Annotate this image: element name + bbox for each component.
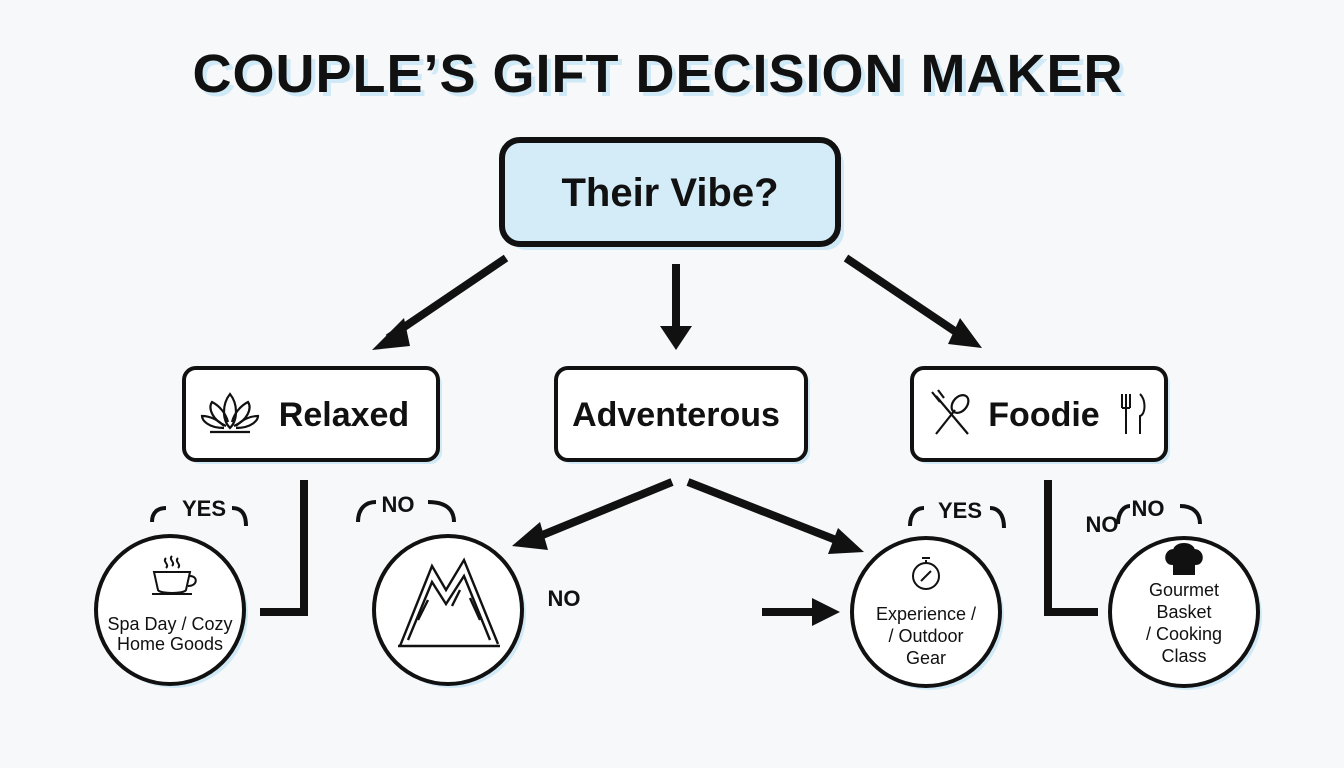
outcome-gourmet-line-2: Basket [1156,602,1211,622]
edge-adventurous-mountain [538,478,674,540]
outcome-experience-line-2: / Outdoor [888,626,963,646]
outcome-experience-line-1: Experience / [876,604,976,624]
fork-spoon-icon [931,389,970,435]
edge-foodie-outcome [1044,480,1098,616]
diagram-title: COUPLE’S GIFT DECISION MAKER COUPLE’S GI… [192,44,1127,108]
outcome-mountain [372,534,526,688]
outcome-mountain-circle [372,534,524,686]
teacup-icon [152,555,197,595]
no-bracket-left [356,500,377,523]
category-relaxed-box [182,366,440,462]
outcome-gourmet-circle [1108,536,1260,688]
outcome-spa-circle [94,534,246,686]
yes-bracket-right [231,506,248,527]
edge-label-foodie-yes: YES [938,498,982,523]
lotus-icon [200,392,260,434]
outcome-spa-line-1: Spa Day / Cozy [107,614,232,634]
yes-bracket-left [150,506,167,523]
foodie-yes-bracket-left [908,506,925,527]
root-edges [372,254,982,350]
edge-root-foodie [843,254,965,340]
foodie-no-bracket-left [1116,504,1131,525]
utensils-icon [1121,393,1146,434]
category-adventurous: Adventerous [554,366,810,464]
edge-label-relaxed-yes: YES [182,496,226,521]
category-foodie-label: Foodie [988,396,1099,434]
arrowhead-adventurous-mountain [512,522,548,550]
outcome-experience-line-3: Gear [906,648,946,668]
outcome-gourmet-line-3: / Cooking [1146,624,1222,644]
outcome-experience-circle [850,536,1002,688]
title-text: COUPLE’S GIFT DECISION MAKER [192,44,1123,104]
outcome-gourmet-line-4: Class [1161,646,1206,666]
edge-relaxed-outcome [260,480,308,616]
category-adventurous-box [554,366,808,462]
outcome-gourmet: Gourmet Basket / Cooking Class [1108,536,1262,690]
title-shadow: COUPLE’S GIFT DECISION MAKER [196,48,1127,108]
root-node-label: Their Vibe? [561,171,778,215]
category-relaxed-label: Relaxed [279,396,409,434]
foodie-branch: YES NO NO [908,480,1202,616]
category-foodie-box [910,366,1168,462]
edge-label-relaxed-no: NO [382,492,415,517]
arrowhead-adventurous-experience [828,528,864,554]
outcome-spa: Spa Day / Cozy Home Goods [94,534,248,688]
foodie-no-bracket-right [1179,504,1202,525]
category-relaxed: Relaxed [182,366,442,464]
arrowhead-into-experience [812,598,840,626]
edge-root-relaxed [385,254,509,342]
chef-hat-icon [1165,543,1203,575]
arrowhead-adventurous [660,326,692,350]
arrowhead-relaxed [372,318,410,350]
adventurous-branch: NO [512,478,864,626]
relaxed-branch: YES NO [150,480,456,616]
category-foodie: Foodie [910,366,1170,464]
compass-icon [912,557,940,590]
outcome-experience: Experience / / Outdoor Gear [850,536,1004,690]
mountain-icon [398,557,500,648]
outcome-spa-line-2: Home Goods [117,634,223,654]
root-node-box [499,137,841,247]
edge-label-foodie-no-2: NO [1132,496,1165,521]
outcome-gourmet-line-1: Gourmet [1149,580,1219,600]
arrowhead-foodie [948,318,982,348]
foodie-yes-bracket-right [989,506,1006,529]
edge-adventurous-experience [686,478,838,544]
no-bracket-right [427,500,456,523]
edge-label-adventurous-no: NO [548,586,581,611]
edge-label-foodie-no-1: NO [1086,512,1119,537]
category-adventurous-label: Adventerous [572,396,780,434]
root-node: Their Vibe? [499,137,844,250]
